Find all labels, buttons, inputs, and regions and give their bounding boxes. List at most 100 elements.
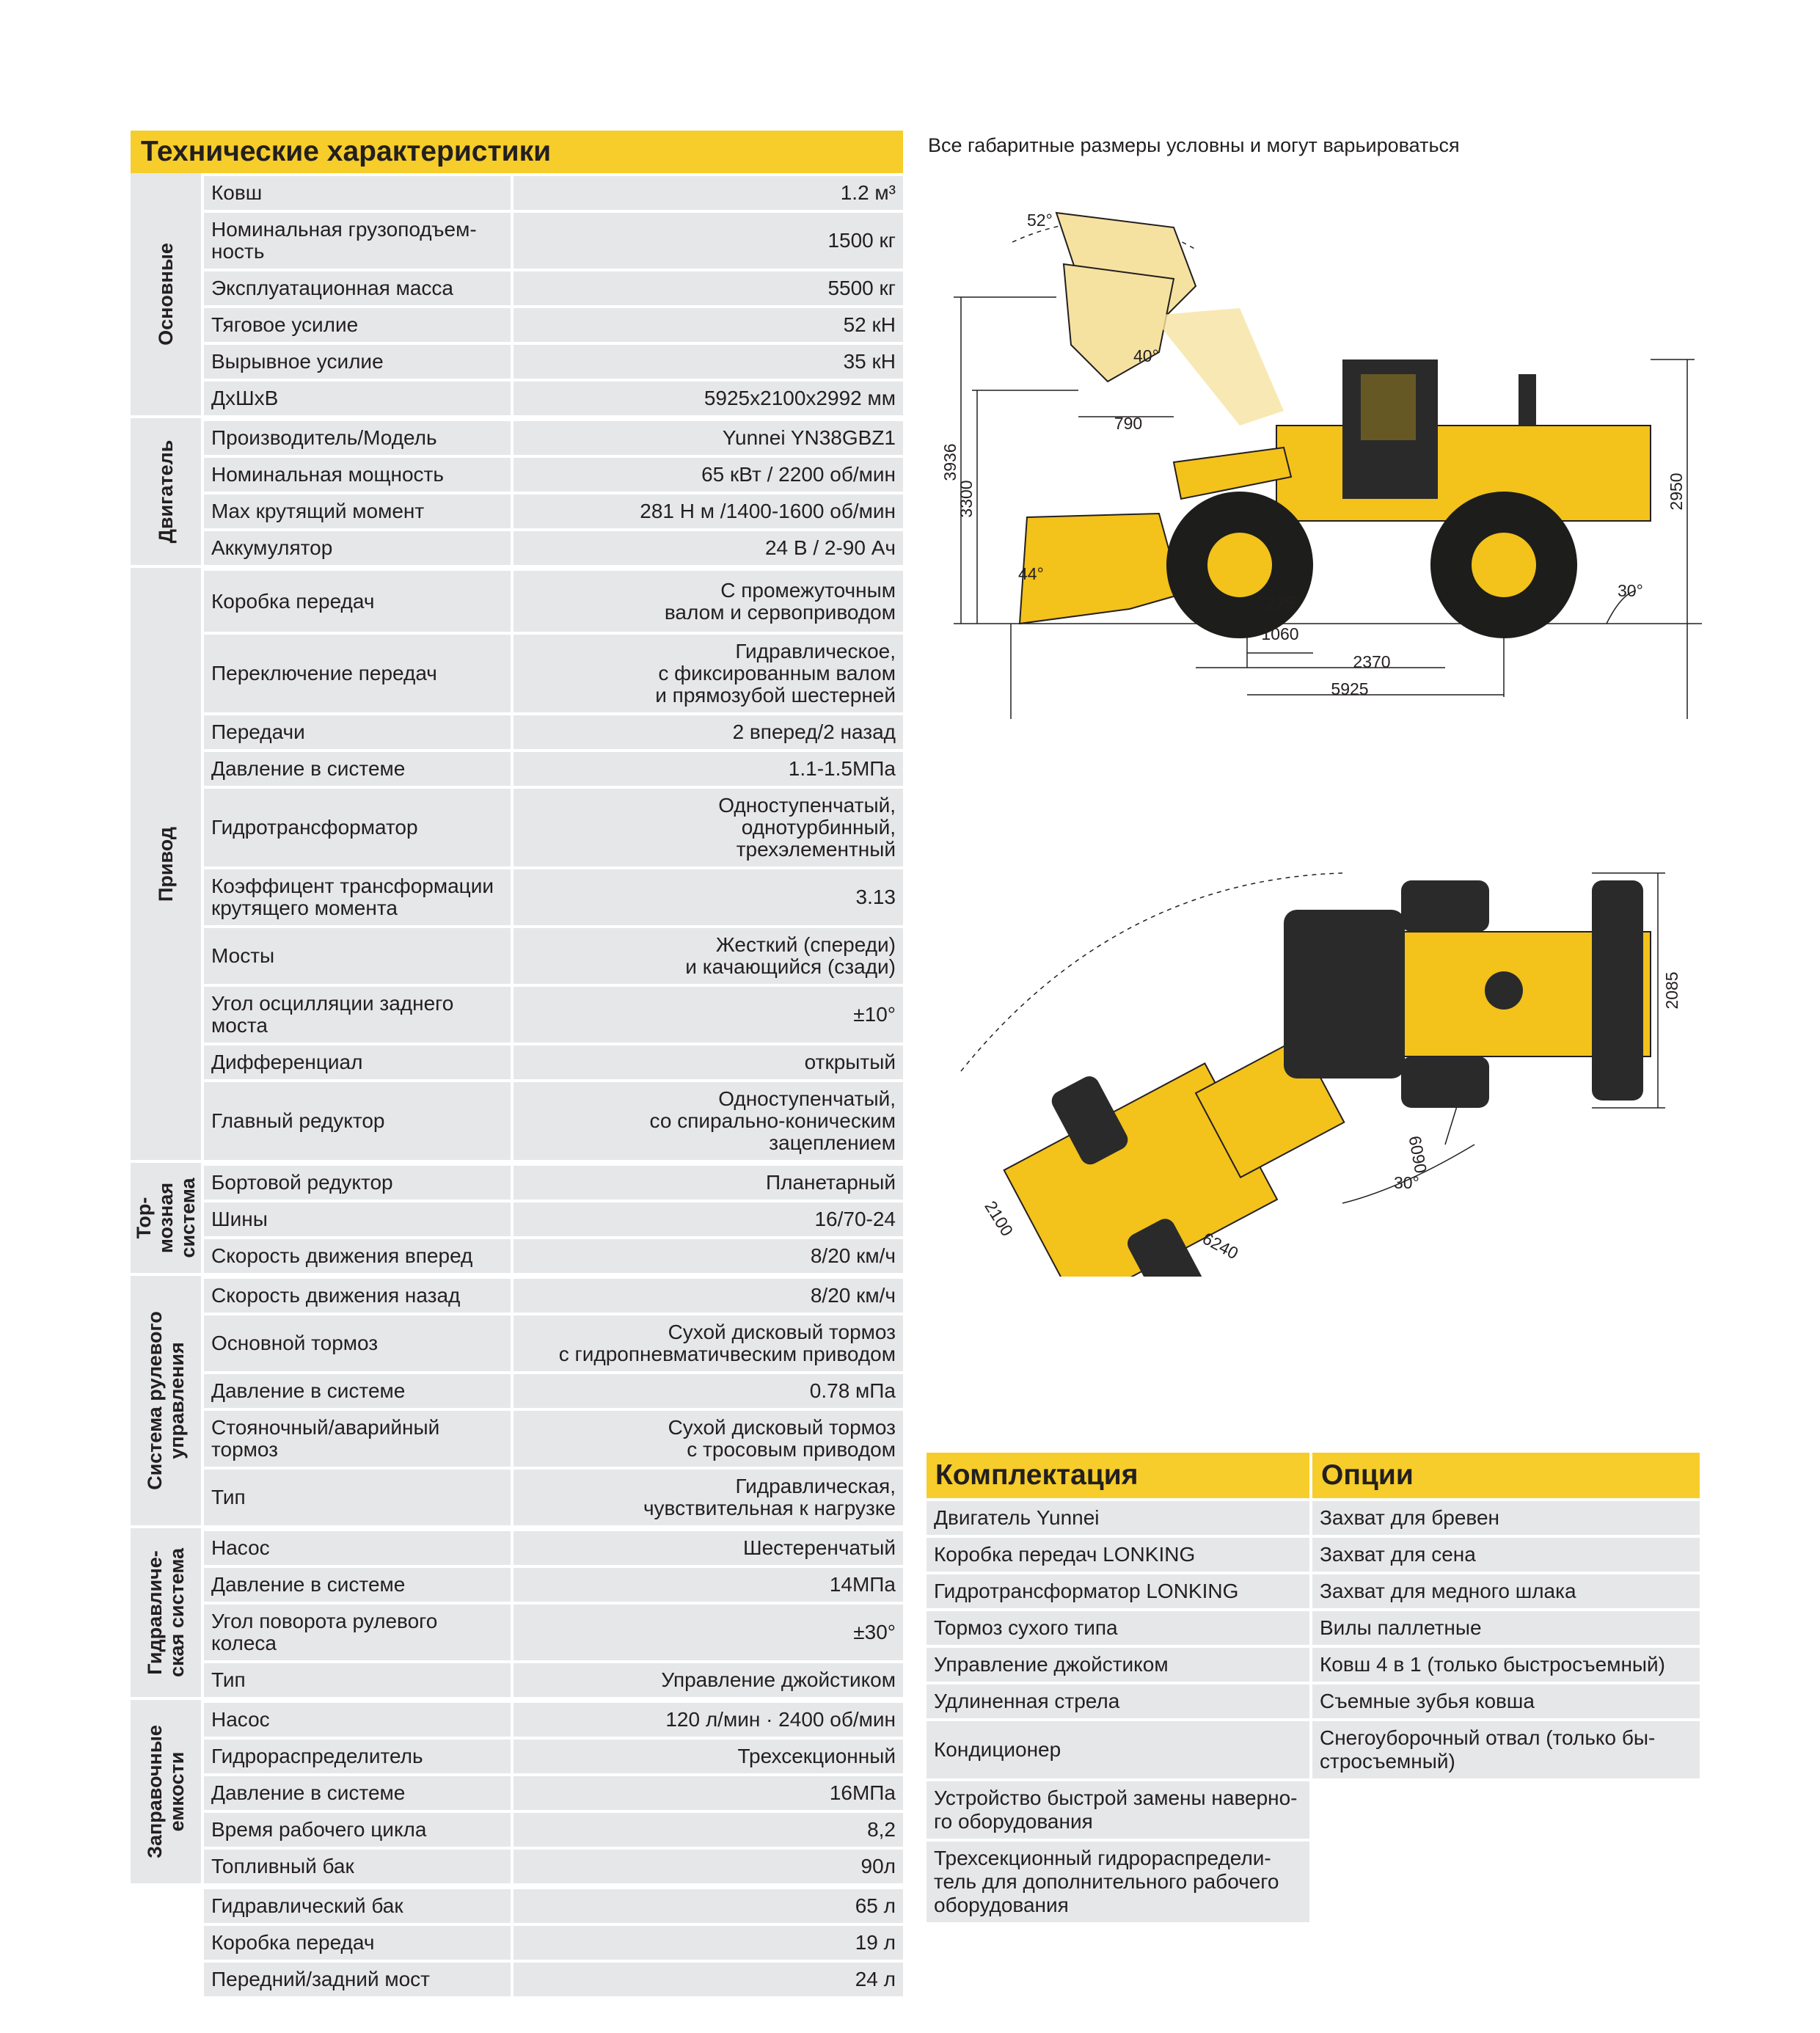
equipment-item: Тормоз сухого типа (927, 1611, 1309, 1645)
spec-param: Передний/задний мост (204, 1963, 511, 1996)
spec-group-label: Заправочные емкости (144, 1725, 188, 1858)
option-item: Снегоуборочный отвал (только бы- стросъе… (1312, 1721, 1700, 1778)
spec-param: Гидравлический бак (204, 1889, 511, 1923)
spec-value: 35 кН (514, 345, 903, 379)
spec-title: Технические характеристики (131, 131, 903, 173)
equipment-item: Гидротрансформатор LONKING (927, 1574, 1309, 1608)
equipment-item: Коробка передач LONKING (927, 1538, 1309, 1572)
options-row: Трехсекционный гидрораспредели- тель для… (927, 1842, 1700, 1922)
option-item: Захват для сена (1312, 1538, 1700, 1572)
dim-6240: 6240 (1199, 1228, 1241, 1263)
spec-group-label-cell: Основные (131, 173, 201, 415)
equipment-item: Трехсекционный гидрораспредели- тель для… (927, 1842, 1309, 1922)
spec-row: Коэффицент трансформации крутящего момен… (204, 869, 903, 925)
spec-value: 8/20 км/ч (514, 1279, 903, 1313)
option-item (1312, 1781, 1700, 1839)
spec-value: Одноступенчатый, со спирально-коническим… (514, 1082, 903, 1160)
spec-param: Основной тормоз (204, 1315, 511, 1371)
spec-group-label: Тор- мозная система (133, 1178, 199, 1258)
spec-value: 1500 кг (514, 213, 903, 269)
spec-value: Гидравлическое, с фиксированным валом и … (514, 635, 903, 712)
spec-group-label-cell: Привод (131, 568, 201, 1160)
loader-top-view: 2085 6090 30° 2100 6240 (960, 872, 1681, 1277)
spec-value: 0.78 мПа (514, 1374, 903, 1408)
spec-value: открытый (514, 1045, 903, 1079)
dim-2370: 2370 (1353, 652, 1390, 671)
spec-value: 1.2 м³ (514, 176, 903, 210)
dim-2950: 2950 (1667, 472, 1686, 510)
spec-group-label-cell (131, 1886, 201, 1996)
spec-value: 281 Н м /1400-1600 об/мин (514, 494, 903, 528)
spec-param: Шины (204, 1202, 511, 1236)
spec-value: Жесткий (спереди) и качающийся (сзади) (514, 928, 903, 984)
spec-group-label-cell: Система рулевого управления (131, 1276, 201, 1525)
dimensions-caption: Все габаритные размеры условны и могут в… (928, 134, 1460, 156)
dim-3936: 3936 (940, 443, 960, 481)
dim-5925: 5925 (1331, 679, 1368, 698)
options-header: Комплектация Опции (927, 1453, 1700, 1498)
spec-param: Время рабочего цикла (204, 1813, 511, 1847)
option-item (1312, 1842, 1700, 1922)
spec-group-label-cell: Гидравличе- ская система (131, 1528, 201, 1697)
spec-value: 16/70-24 (514, 1202, 903, 1236)
spec-value: Сухой дисковый тормоз с тросовым приводо… (514, 1411, 903, 1467)
equipment-item: Устройство быстрой замены наверно- го об… (927, 1781, 1309, 1839)
options-row: Устройство быстрой замены наверно- го об… (927, 1781, 1700, 1839)
equipment-item: Удлиненная стрела (927, 1685, 1309, 1718)
spec-param: Скорость движения назад (204, 1279, 511, 1313)
dim-275: 275 (1266, 594, 1294, 613)
spec-value: Гидравлическая, чувствительная к нагрузк… (514, 1470, 903, 1525)
dim-1060: 1060 (1261, 624, 1298, 643)
spec-group-label-cell: Двигатель (131, 418, 201, 565)
spec-value: Планетарный (514, 1166, 903, 1200)
spec-value: ±30° (514, 1605, 903, 1660)
dim-790: 790 (1114, 414, 1142, 433)
spec-group-label: Основные (155, 243, 177, 346)
spec-value: 8,2 (514, 1813, 903, 1847)
spec-row: Угол поворота рулевого колеса±30° (204, 1605, 903, 1660)
spec-param: Давление в системе (204, 752, 511, 786)
spec-param: Угол поворота рулевого колеса (204, 1605, 511, 1660)
equipment-item: Управление джойстиком (927, 1648, 1309, 1682)
spec-value: 65 кВт / 2200 об/мин (514, 458, 903, 492)
spec-param: Переключение передач (204, 635, 511, 712)
option-item: Ковш 4 в 1 (только быстросъемный) (1312, 1648, 1700, 1682)
spec-value: 52 кН (514, 308, 903, 342)
spec-value: 1.1-1.5МПа (514, 752, 903, 786)
spec-param: Угол осцилляции заднего моста (204, 987, 511, 1043)
spec-param: Коробка передач (204, 571, 511, 632)
option-item: Съемные зубья ковша (1312, 1685, 1700, 1718)
spec-param: Передачи (204, 715, 511, 749)
